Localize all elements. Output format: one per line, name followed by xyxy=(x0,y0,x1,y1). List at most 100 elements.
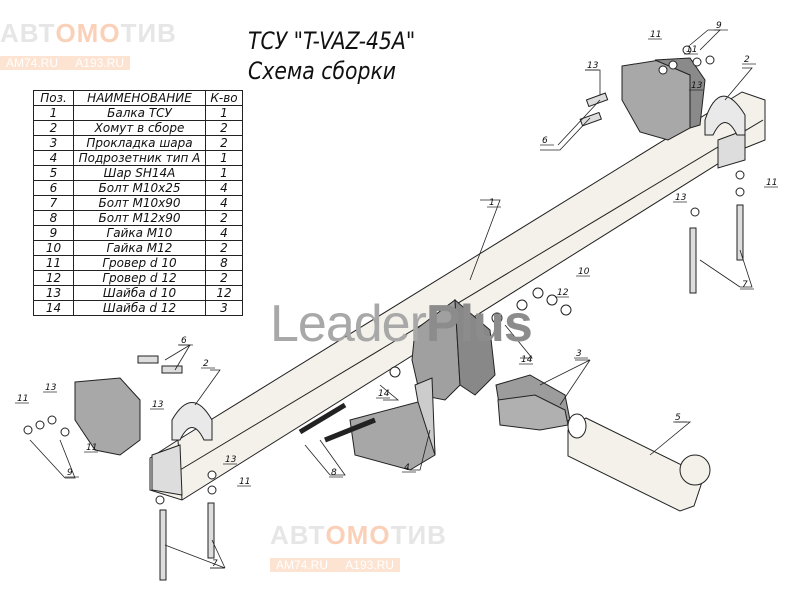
callout-label: 14 xyxy=(521,355,533,365)
callout-label: 11 xyxy=(686,45,697,55)
cell-qty: 2 xyxy=(205,135,243,151)
cell-pos: 4 xyxy=(33,150,74,166)
callout-label: 3 xyxy=(576,349,582,359)
callout-label: 13 xyxy=(587,61,599,71)
callout-label: 13 xyxy=(691,81,703,91)
cell-name: Гровер d 12 xyxy=(73,270,206,286)
watermark-plus: Plus xyxy=(425,295,533,353)
bolt-m10x25 xyxy=(161,365,183,374)
cell-qty: 1 xyxy=(205,150,243,166)
bolt-m12x90 xyxy=(298,402,347,435)
cell-pos: 6 xyxy=(33,180,74,196)
cell-name: Шайба d 10 xyxy=(73,285,206,301)
cell-pos: 7 xyxy=(33,195,74,211)
bolt-m10x90 xyxy=(736,204,744,261)
drawing-title: ТСУ "T-VAZ-45A" Схема сборки xyxy=(248,26,415,86)
cell-name: Прокладка шара xyxy=(73,135,206,151)
cell-qty: 2 xyxy=(205,240,243,256)
callout-label: 11 xyxy=(650,30,661,40)
tow-ball-arm xyxy=(567,417,705,512)
cell-pos: 3 xyxy=(33,135,74,151)
callout-label: 11 xyxy=(239,477,250,487)
callout-label: 9 xyxy=(67,468,73,478)
bolt-m10x25 xyxy=(137,355,159,364)
callout-label: 13 xyxy=(225,455,237,465)
callout-label: 11 xyxy=(86,443,97,453)
cell-pos: 1 xyxy=(33,105,74,121)
cell-pos: 10 xyxy=(33,240,74,256)
cell-qty: 2 xyxy=(205,120,243,136)
cell-qty: 12 xyxy=(205,285,243,301)
washers-and-nuts xyxy=(23,45,745,505)
leaderplus-watermark: LeaderPlus xyxy=(270,298,533,350)
cell-pos: 12 xyxy=(33,270,74,286)
callout-label: 6 xyxy=(181,336,187,346)
cell-name: Болт М12х90 xyxy=(73,210,206,226)
callout-label: 9 xyxy=(716,21,722,31)
cell-qty: 1 xyxy=(205,165,243,181)
callout-label: 13 xyxy=(675,193,687,203)
cell-name: Балка ТСУ xyxy=(73,105,206,121)
clamp-right xyxy=(704,95,746,136)
callout-label: 13 xyxy=(152,400,164,410)
socket-bracket-side xyxy=(414,377,436,456)
callout-label: 1 xyxy=(489,198,495,208)
bolts xyxy=(137,92,744,581)
callout-label: 11 xyxy=(766,178,777,188)
bolt-m10x25 xyxy=(579,111,603,127)
callout-label: 6 xyxy=(542,136,548,146)
callout-label: 14 xyxy=(378,389,390,399)
callout-label: 10 xyxy=(578,267,590,277)
bolt-m12x90 xyxy=(324,417,376,443)
wm-site2: A193.RU xyxy=(75,56,124,70)
cell-qty: 2 xyxy=(205,210,243,226)
header-name: НАИМЕНОВАНИЕ xyxy=(73,90,206,106)
callout-label: 2 xyxy=(203,359,209,369)
mount-plate-back xyxy=(454,298,496,396)
header-pos: Поз. xyxy=(33,90,74,106)
cell-qty: 2 xyxy=(205,270,243,286)
bolt-m10x90 xyxy=(207,502,215,559)
callout-label: 2 xyxy=(744,55,750,65)
tow-bar-beam xyxy=(149,91,766,501)
cell-pos: 13 xyxy=(33,285,74,301)
bracket-right-back xyxy=(654,57,706,129)
cell-qty: 4 xyxy=(205,180,243,196)
cell-pos: 14 xyxy=(33,300,74,316)
cell-name: Болт М10х90 xyxy=(73,195,206,211)
callout-label: 12 xyxy=(557,288,569,298)
clamp-left xyxy=(171,402,213,441)
cell-pos: 8 xyxy=(33,210,74,226)
wm-site2: A193.RU xyxy=(345,558,394,572)
bolt-m10x90 xyxy=(689,227,697,294)
title-model: ТСУ "T-VAZ-45A" xyxy=(248,27,416,55)
cell-pos: 9 xyxy=(33,225,74,241)
header-qty: К-во xyxy=(205,90,243,106)
cell-pos: 2 xyxy=(33,120,74,136)
cell-qty: 4 xyxy=(205,225,243,241)
wm-site1: AM74.RU xyxy=(276,558,329,572)
cell-name: Болт М10х25 xyxy=(73,180,206,196)
callout-label: 13 xyxy=(45,383,57,393)
cell-pos: 11 xyxy=(33,255,74,271)
cell-name: Шайба d 12 xyxy=(73,300,206,316)
bolt-m10x25 xyxy=(585,92,609,108)
cell-qty: 1 xyxy=(205,105,243,121)
callout-label: 8 xyxy=(331,468,337,478)
callout-label: 11 xyxy=(17,394,28,404)
cell-name: Хомут в сборе xyxy=(73,120,206,136)
